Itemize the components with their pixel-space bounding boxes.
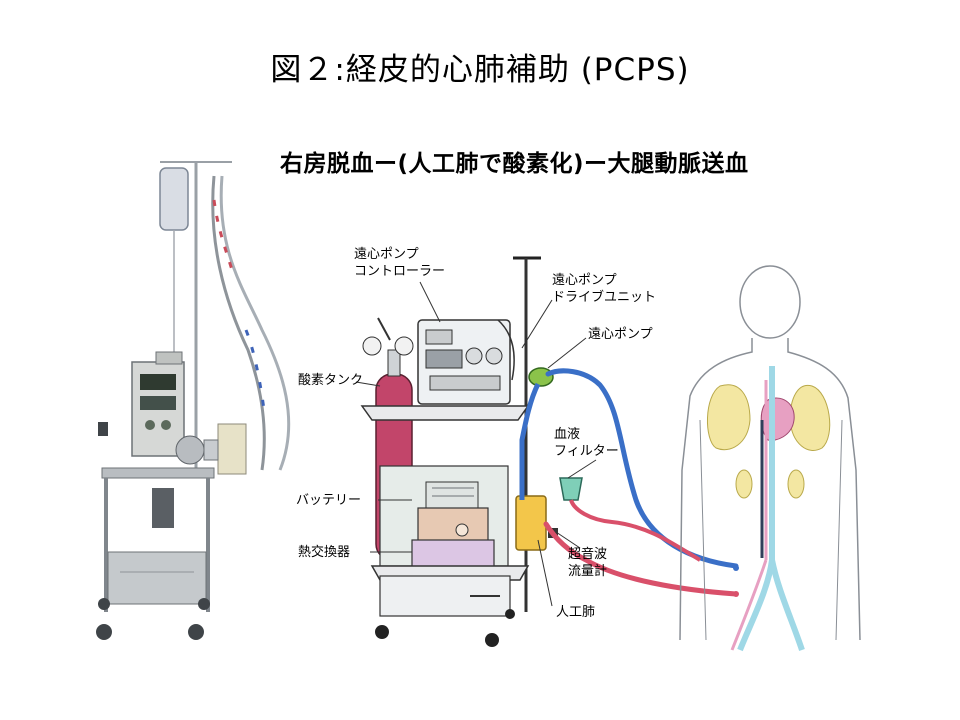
left-lung: [706, 384, 751, 451]
label-oxygenator: 人工肺: [556, 605, 596, 620]
leader-lines: [355, 281, 597, 607]
label-drive-unit: 遠心ポンプ ドライブユニット: [552, 273, 657, 305]
blood-circuit: [519, 368, 739, 597]
label-pump-controller: 遠心ポンプ コントローラー: [354, 247, 446, 279]
label-oxygen-tank: 酸素タンク: [298, 373, 364, 388]
label-battery: バッテリー: [296, 493, 362, 508]
slide-title: 図２:経皮的心肺補助 (PCPS): [270, 52, 690, 88]
label-flowmeter: 超音波 流量計: [568, 547, 608, 579]
diagram-subtitle: 右房脱血ー(人工肺で酸素化)ー大腿動脈送血: [280, 151, 749, 177]
venous-line: [545, 368, 739, 569]
right-lung: [789, 384, 831, 451]
pcps-schematic-cart: [360, 256, 583, 647]
oxygenator: [515, 495, 547, 551]
label-heat-exchanger: 熱交換器: [298, 545, 351, 560]
human-body-diagram: [679, 265, 861, 652]
pcps-console-photo: [96, 161, 291, 640]
arterial-line: [543, 521, 739, 597]
iv-bag: [159, 167, 189, 231]
label-blood-filter: 血液 フィルター: [554, 427, 619, 459]
blood-filter: [559, 477, 583, 501]
label-centrifugal-pump: 遠心ポンプ: [588, 327, 653, 342]
